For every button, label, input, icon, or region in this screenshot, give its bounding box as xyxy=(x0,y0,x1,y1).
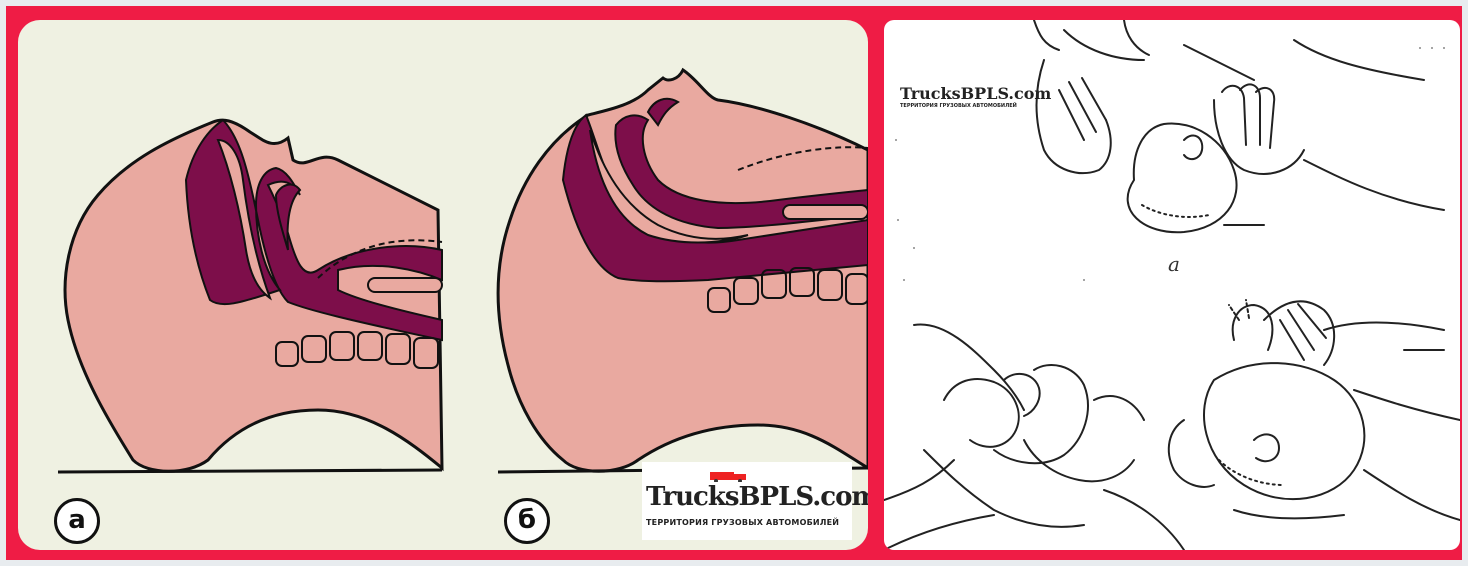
watermark-small-title: TrucksBPLS.com xyxy=(900,84,1051,103)
truck-icon xyxy=(710,468,750,482)
watermark-title: TrucksBPLS.com xyxy=(646,482,868,512)
label-b: б xyxy=(504,498,550,544)
sub-label-a: а xyxy=(1168,252,1180,276)
figure-b-head xyxy=(498,70,868,472)
scan-specks xyxy=(895,47,1445,281)
figure-a-head xyxy=(58,120,442,472)
drawing-bottom-left xyxy=(884,324,1144,550)
label-a: а xyxy=(54,498,100,544)
watermark-small-subtitle: ТЕРРИТОРИЯ ГРУЗОВЫХ АВТОМОБИЛЕЙ xyxy=(900,103,1051,109)
watermark-logo-large: TrucksBPLS.com ТЕРРИТОРИЯ ГРУЗОВЫХ АВТОМ… xyxy=(642,462,852,540)
watermark-logo-small: TrucksBPLS.com ТЕРРИТОРИЯ ГРУЗОВЫХ АВТОМ… xyxy=(900,84,1051,109)
drawing-bottom-right xyxy=(1104,300,1460,550)
drawing-top xyxy=(1034,20,1444,232)
maneuver-illustration-panel: а TrucksBPLS.com ТЕРРИТОРИЯ ГРУЗОВЫХ АВТ… xyxy=(884,20,1460,550)
airway-diagram-panel: а б TrucksBPLS.com ТЕРРИТОРИЯ ГРУЗОВЫХ А… xyxy=(18,20,868,550)
watermark-subtitle: ТЕРРИТОРИЯ ГРУЗОВЫХ АВТОМОБИЛЕЙ xyxy=(646,518,839,527)
